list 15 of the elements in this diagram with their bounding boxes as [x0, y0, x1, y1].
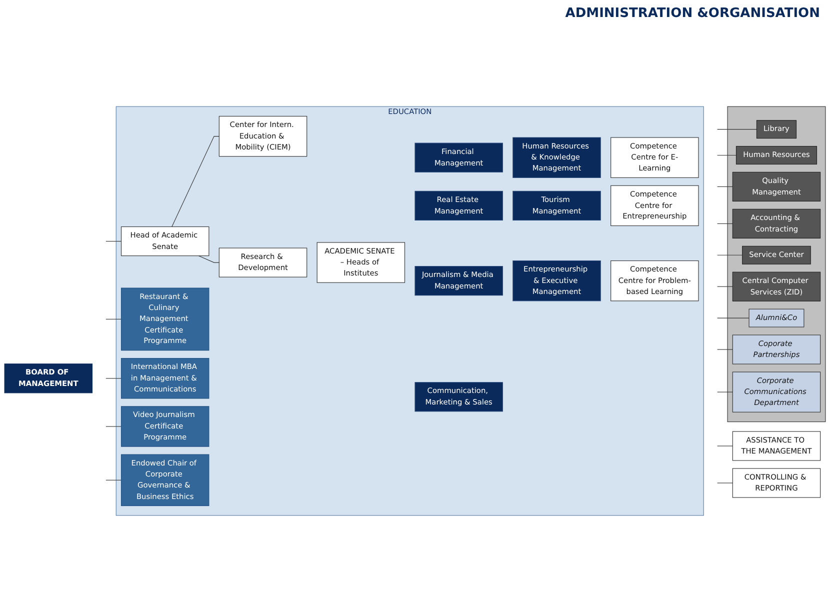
- connector-line: [106, 318, 122, 320]
- connector-line: [106, 378, 122, 379]
- connector-line: [717, 286, 733, 287]
- connector-line: [717, 482, 733, 484]
- connector-line: [198, 256, 220, 263]
- connector-line: [106, 240, 122, 242]
- connector-line: [172, 136, 220, 228]
- connector-line: [717, 349, 733, 350]
- connector-line: [717, 186, 733, 187]
- section-heading: ADMINISTRATION &ORGANISATION: [565, 6, 820, 20]
- connector-line: [717, 223, 733, 224]
- connector-line: [717, 154, 737, 156]
- connector-line: [106, 426, 122, 427]
- connector-line: [717, 254, 743, 256]
- connector-line: [717, 129, 757, 130]
